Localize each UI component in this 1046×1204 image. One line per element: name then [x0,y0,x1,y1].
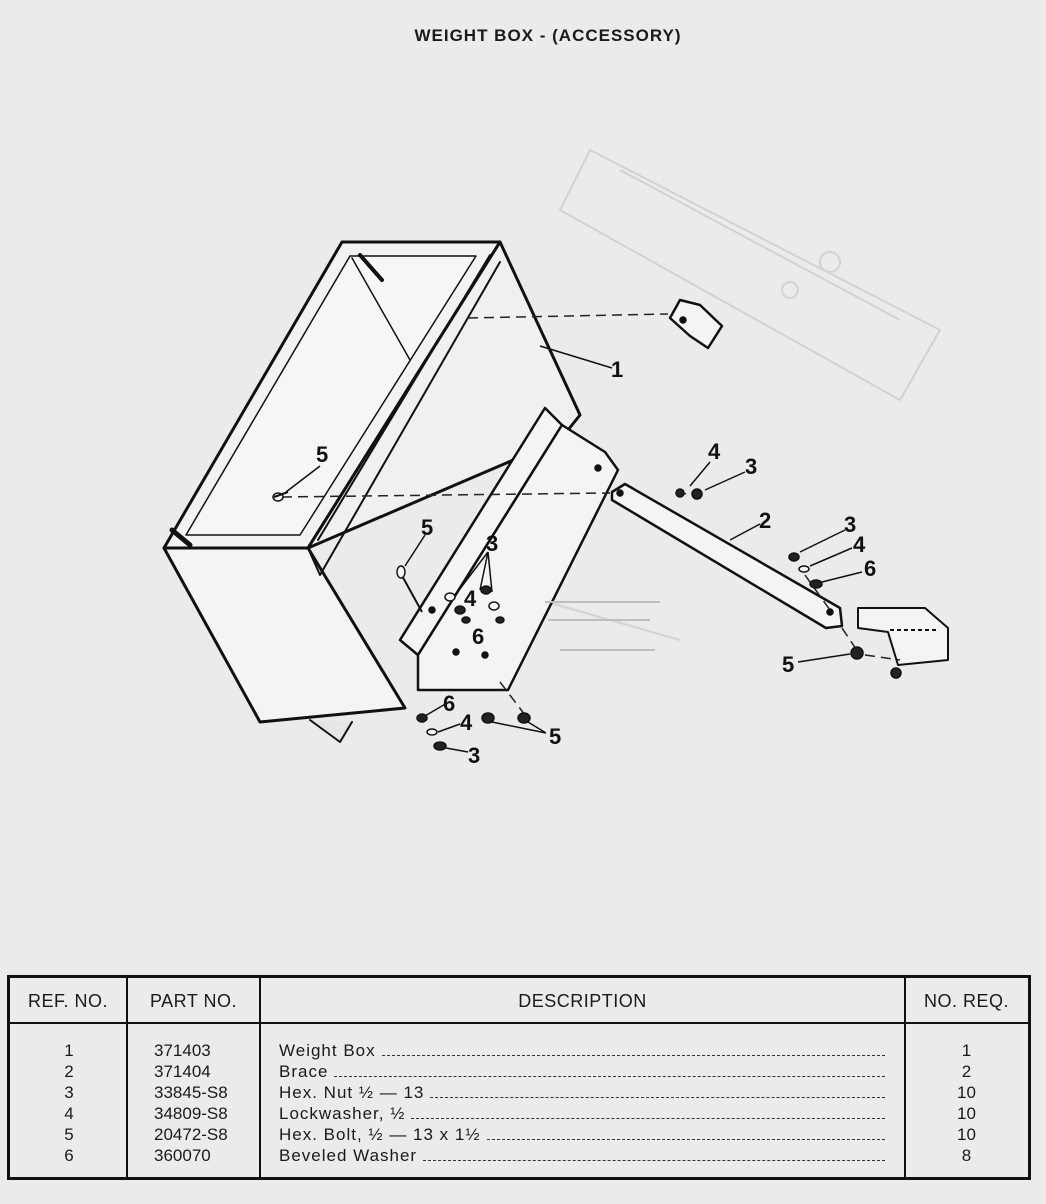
page-title: WEIGHT BOX - (ACCESSORY) [414,26,682,45]
hardware [272,488,902,751]
callouts: 1 2 3 3 3 3 4 4 4 4 5 5 5 5 6 6 6 [316,357,876,768]
callout-4: 4 [460,710,473,735]
callout-6: 6 [443,691,455,716]
table-row: 5 20472-S8 Hex. Bolt, ½ — 13 x 1½ 10 [10,1125,1028,1146]
callout-6: 6 [472,624,484,649]
no-req: 8 [961,1146,972,1165]
header-description: DESCRIPTION [518,991,647,1011]
part-no: 34809-S8 [154,1104,228,1123]
callout-3: 3 [844,512,856,537]
no-req: 2 [961,1062,972,1081]
description: Hex. Bolt, ½ — 13 x 1½ [279,1125,885,1145]
ref-no: 4 [64,1104,74,1123]
part-no: 33845-S8 [154,1083,228,1102]
callout-6: 6 [864,556,876,581]
no-req: 10 [957,1104,976,1123]
ref-no: 3 [64,1083,74,1102]
table-row: 1 371403 Weight Box 1 [10,1041,1028,1062]
mounting-bracket [398,406,620,692]
table-row: 4 34809-S8 Lockwasher, ½ 10 [10,1104,1028,1125]
top-clip [668,298,724,350]
leader-lines [285,345,863,753]
bleed-through-artwork [539,148,942,641]
part-no: 371404 [154,1062,211,1081]
description: Beveled Washer [279,1146,885,1166]
table-row: 2 371404 Brace 2 [10,1062,1028,1083]
ref-no: 2 [64,1062,74,1081]
table-row: 3 33845-S8 Hex. Nut ½ — 13 10 [10,1083,1028,1104]
brace [610,482,844,630]
callout-4: 4 [464,586,477,611]
callout-1: 1 [611,357,623,382]
callout-3: 3 [745,454,757,479]
exploded-view-diagram: 1 2 3 3 3 3 4 4 4 4 5 5 5 5 6 6 6 [162,148,949,768]
callout-4: 4 [853,532,866,557]
callout-2: 2 [759,508,771,533]
ref-no: 1 [64,1041,74,1060]
description: Brace [279,1062,885,1082]
header-no-req: NO. REQ. [923,991,1009,1011]
callout-4: 4 [708,439,721,464]
description: Lockwasher, ½ [279,1104,885,1124]
ref-no: 5 [64,1125,74,1144]
frame-section [857,607,949,666]
no-req: 10 [957,1125,976,1144]
part-no: 371403 [154,1041,211,1060]
part-no: 360070 [154,1146,211,1165]
table-row: 6 360070 Beveled Washer 8 [10,1146,1028,1167]
callout-3: 3 [468,743,480,768]
no-req: 1 [961,1041,972,1060]
callout-3: 3 [486,531,498,556]
parts-table: REF. NO. PART NO. DESCRIPTION NO. REQ. 1… [7,975,1031,1180]
ghost-rails [545,601,660,651]
ref-no: 6 [64,1146,74,1165]
callout-5: 5 [316,442,328,467]
part-no: 20472-S8 [154,1125,228,1144]
description: Weight Box [279,1041,885,1061]
header-part-no: PART NO. [149,991,238,1011]
callout-5: 5 [421,515,433,540]
no-req: 10 [957,1083,976,1102]
callout-5: 5 [782,652,794,677]
header-ref-no: REF. NO. [27,991,108,1011]
weight-box [162,240,582,743]
callout-5: 5 [549,724,561,749]
description: Hex. Nut ½ — 13 [279,1083,885,1103]
